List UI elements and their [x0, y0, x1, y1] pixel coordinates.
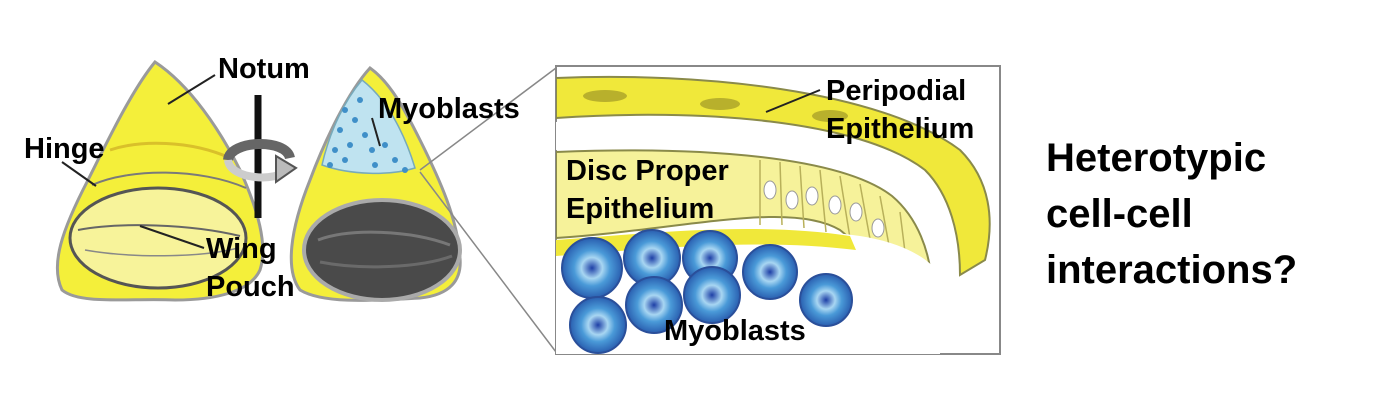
disc-proper-label-2: Epithelium — [566, 193, 714, 225]
question-line-3: interactions? — [1046, 248, 1298, 292]
peripodial-label-1: Peripodial — [826, 75, 966, 107]
question-text: Heterotypic cell-cell interactions? — [1046, 130, 1297, 298]
wing-disc-front — [55, 60, 265, 302]
myoblasts-disc-label: Myoblasts — [378, 93, 520, 125]
question-line-2: cell-cell — [1046, 192, 1193, 236]
leader-lines — [61, 74, 821, 249]
wing-pouch-label-1: Wing — [206, 233, 277, 265]
myoblasts-inset-label: Myoblasts — [664, 315, 806, 347]
notum-label: Notum — [218, 53, 310, 85]
peripodial-label-2: Epithelium — [826, 113, 974, 145]
myoblast-cells — [561, 229, 853, 354]
question-line-1: Heterotypic — [1046, 136, 1267, 180]
hinge-label: Hinge — [24, 133, 105, 165]
wing-pouch-label-2: Pouch — [206, 271, 295, 303]
rotate-arrow-icon — [223, 95, 298, 218]
disc-proper-label-1: Disc Proper — [566, 155, 729, 187]
inset-panel — [555, 65, 1001, 355]
myoblast-cluster — [327, 97, 408, 173]
wing-disc-back — [289, 66, 462, 302]
